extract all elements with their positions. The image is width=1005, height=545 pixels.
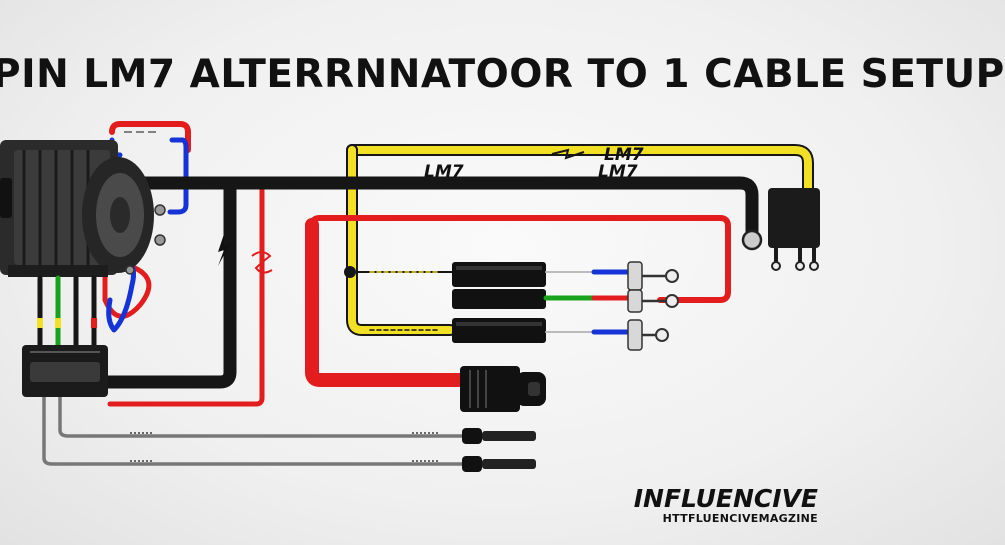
fuse-block-top — [452, 262, 546, 287]
alternator-pin-leads — [37, 275, 97, 348]
alternator — [0, 140, 166, 277]
wiring-diagram: LM7 LM7 LM7 — [0, 121, 820, 472]
harness-plug-connector — [22, 345, 108, 397]
inline-fuse-icon — [251, 251, 273, 274]
bullet-connector-bottom — [462, 456, 536, 472]
wire-label-black-left: LM7 — [424, 162, 464, 182]
junction-dot — [344, 266, 356, 278]
wire-label-black-right: LM7 — [598, 162, 638, 182]
wire-label-yellow: LM7 — [604, 145, 644, 165]
fuse-block-middle — [452, 289, 546, 309]
lightning-icon — [218, 234, 230, 266]
diagram-title: PIN LM7 ALTERRNNATOOR TO 1 CABLE SETUP — [0, 52, 1005, 97]
yellow-wire — [346, 144, 814, 336]
gray-wire — [42, 393, 464, 466]
key-plug-connector — [460, 366, 546, 412]
fuse-block-bottom — [452, 318, 546, 343]
watermark-brand: INFLUENCIVE — [633, 484, 818, 513]
ring-terminals — [627, 261, 679, 351]
black-wire — [99, 176, 759, 389]
bullet-connector-top — [462, 428, 536, 444]
watermark-url: HTTFLUENCIVEMAGZINE — [662, 512, 818, 525]
yellow-flash-icon — [551, 148, 585, 160]
right-plug-connector — [741, 188, 820, 271]
